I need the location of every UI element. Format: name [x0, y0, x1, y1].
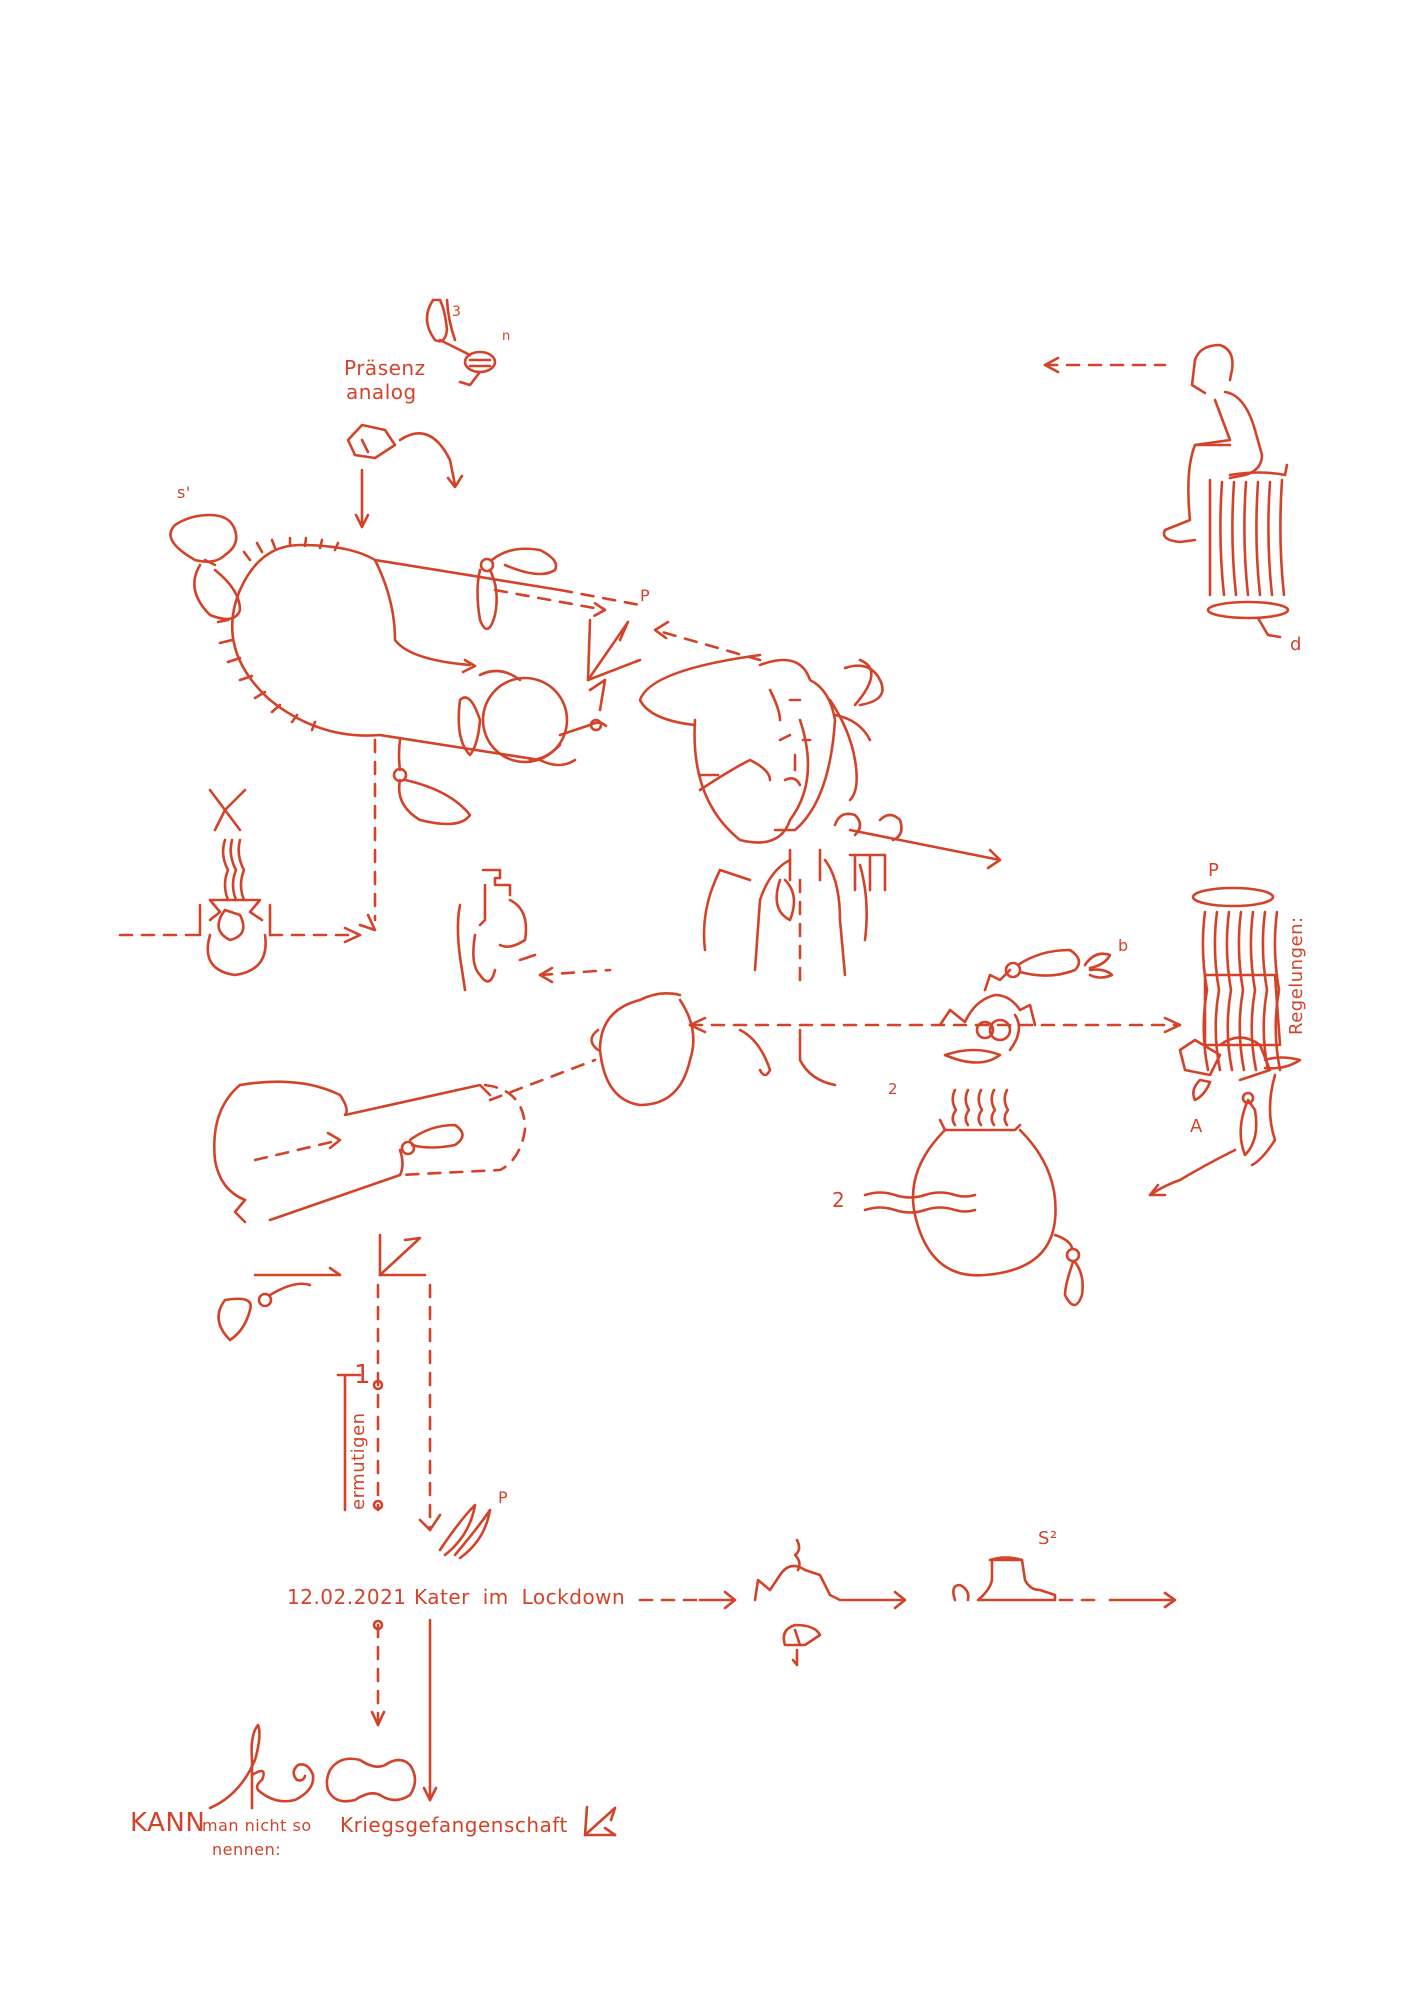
label-kann: KANN — [130, 1808, 206, 1838]
vertical-connectors — [336, 1283, 442, 1802]
label-nennen: nennen: — [212, 1840, 282, 1859]
label-superscript-3: 3 — [452, 304, 462, 320]
label-ermutigen: ermutigen — [348, 1412, 369, 1510]
label-praesenz: Präsenz — [344, 356, 426, 380]
wavy-column-structure — [1148, 886, 1302, 1197]
label-analog: analog — [346, 380, 417, 404]
tie-bundle-icon — [476, 547, 607, 631]
label-p-arrow: P — [640, 586, 651, 605]
label-one: 1 — [354, 1360, 372, 1390]
round-bundle — [457, 669, 608, 764]
curled-body-shape — [169, 513, 642, 767]
hanging-bundle — [358, 738, 472, 932]
title-date: 12.02.2021 — [287, 1585, 407, 1609]
label-two-hand: 2 — [888, 1080, 899, 1098]
label-man-nicht-so: man nicht so — [202, 1816, 312, 1835]
dashed-connector — [653, 628, 762, 662]
bottom-corner-arrow — [583, 1805, 617, 1837]
long-oval-shape — [213, 1080, 527, 1224]
bottom-glyphs — [208, 1723, 417, 1810]
small-vessel-icon — [346, 423, 464, 529]
diagonal-connector — [488, 1058, 597, 1102]
label-a: A — [1190, 1116, 1203, 1137]
small-vessel-s2 — [952, 1556, 1177, 1609]
title-text: Kater im Lockdown — [414, 1585, 626, 1609]
small-hooked-figure — [456, 868, 537, 992]
label-p-column: P — [1208, 860, 1220, 881]
steaming-vessel — [118, 788, 362, 977]
seated-figure — [1043, 343, 1290, 639]
label-p-leaf: P — [498, 1488, 509, 1507]
label-regelungen: Regelungen: — [1286, 916, 1307, 1035]
leaf-pair-icon — [438, 1503, 492, 1560]
central-pot — [538, 966, 1182, 1107]
leaf-cutter-icon — [425, 298, 497, 387]
lower-corner-arrow — [217, 1233, 427, 1342]
label-superscript-n: n — [502, 329, 511, 344]
bumpy-creature — [938, 948, 1114, 1042]
crown-burst-icon — [753, 1538, 907, 1667]
label-s2: S² — [1038, 1528, 1058, 1549]
label-b: b — [1118, 936, 1129, 955]
label-two-wave: 2 — [832, 1188, 846, 1212]
label-kriegsgefangenschaft: Kriegsgefangenschaft — [340, 1813, 568, 1837]
label-s1: s' — [177, 483, 191, 502]
central-figure — [638, 653, 1002, 992]
corner-arrow-icon — [586, 618, 642, 712]
steaming-pot — [863, 1013, 1084, 1307]
label-d: d — [1290, 634, 1302, 655]
